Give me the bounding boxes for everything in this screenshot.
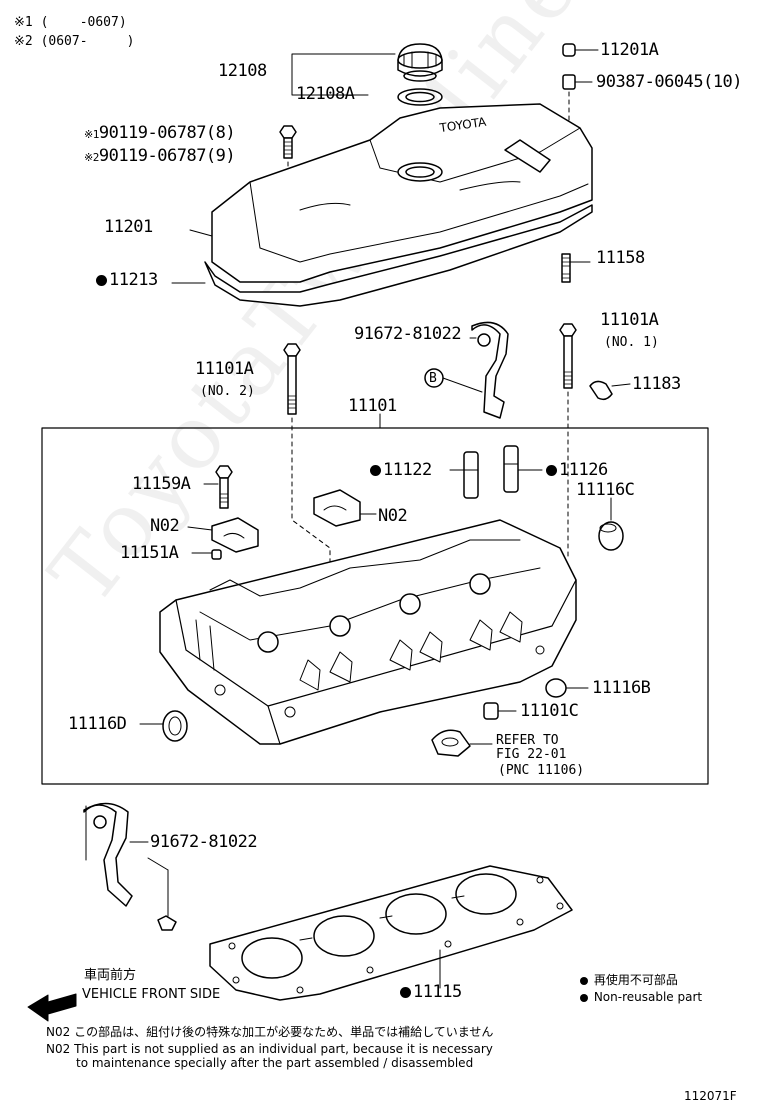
label-11115[interactable]: 11115: [400, 984, 462, 1001]
label-11122[interactable]: 11122: [370, 462, 432, 479]
refer-line-2[interactable]: FIG 22-01: [496, 747, 567, 762]
legend-jp-text: 再使用不可部品: [593, 973, 678, 987]
non-reusable-bullet-icon: [546, 465, 557, 476]
label-11116c[interactable]: 11116C: [576, 480, 635, 500]
referenced-part-icon: [431, 729, 493, 757]
bolt-11159a-icon: [203, 465, 233, 509]
label-11213-number: 11213: [109, 270, 158, 290]
group-frame: [41, 427, 709, 785]
label-n02-left[interactable]: N02: [150, 516, 180, 536]
legend-jp: 再使用不可部品: [580, 973, 678, 987]
label-11101a-no1[interactable]: 11101A: [600, 310, 659, 330]
figure-number: 112071F: [684, 1089, 737, 1103]
label-bolt-note2[interactable]: ※290119-06787(9): [84, 146, 236, 166]
engine-hanger-b-icon: [424, 321, 509, 419]
note-1: ※1 ( -0607): [14, 16, 127, 29]
footnote-en-prefix: N02: [46, 1042, 71, 1056]
circle-b-label: B: [429, 371, 437, 386]
cover-gasket-icon: [204, 204, 593, 307]
legend-bullet-icon: [580, 994, 588, 1002]
plug-11116d-icon: [139, 710, 188, 742]
footnote-jp-prefix: N02: [46, 1025, 71, 1039]
label-11213[interactable]: 11213: [96, 272, 158, 289]
bolt-note2-number: 90119-06787(9): [98, 146, 236, 166]
oil-filler-gasket-icon: [397, 88, 443, 106]
dowel-pin-icon: [191, 549, 222, 560]
cover-nut-icon: [562, 74, 593, 90]
cylinder-head-gasket-icon: [209, 865, 573, 1001]
front-side-en: VEHICLE FRONT SIDE: [82, 987, 221, 1002]
engine-hanger-front-icon: [83, 802, 149, 907]
non-reusable-bullet-icon: [400, 987, 411, 998]
label-12108a[interactable]: 12108A: [296, 84, 355, 104]
non-reusable-bullet-icon: [96, 275, 107, 286]
label-n02-right[interactable]: N02: [378, 506, 408, 526]
label-no1: (NO. 1): [604, 335, 659, 350]
oil-filler-cap-icon: [397, 43, 443, 82]
bracket-12108: [291, 53, 396, 96]
note-2-mark: ※2: [14, 34, 33, 49]
label-11151a[interactable]: 11151A: [120, 543, 179, 563]
note-1-mark: ※1: [14, 15, 33, 30]
legend-en: Non-reusable part: [580, 990, 703, 1004]
cover-bolt-icon: [279, 125, 297, 159]
plug-11183-icon: [589, 380, 631, 401]
legend-bullet-icon: [580, 977, 588, 985]
cylinder-head-cover-icon: TOYOTA: [211, 103, 593, 283]
hanger-bolt-icon: [147, 857, 177, 931]
footnote-jp: N02 この部品は、組付け後の特殊な加工が必要なため、単品では補給していません: [46, 1025, 494, 1039]
label-11159a[interactable]: 11159A: [132, 474, 191, 494]
label-bolt-note1[interactable]: ※190119-06787(8): [84, 123, 236, 143]
bolt-note1-number: 90119-06787(8): [98, 123, 236, 143]
plug-11116b-icon: [545, 678, 589, 698]
legend-en-text: Non-reusable part: [593, 990, 703, 1004]
grommet-icon: [562, 43, 599, 57]
bolt-note1-mark: ※1: [84, 128, 99, 141]
note-1-range: ( -0607): [40, 15, 127, 30]
label-11126-number: 11126: [559, 460, 608, 480]
label-90387[interactable]: 90387-06045(10): [596, 72, 743, 92]
label-11115-number: 11115: [413, 982, 462, 1002]
label-11101a-no2[interactable]: 11101A: [195, 359, 254, 379]
label-11122-number: 11122: [383, 460, 432, 480]
label-11183[interactable]: 11183: [632, 374, 681, 394]
non-reusable-bullet-icon: [370, 465, 381, 476]
label-no2: (NO. 2): [200, 384, 255, 399]
camshaft-cap-right-icon: [313, 489, 377, 527]
note-2: ※2 (0607- ): [14, 35, 134, 48]
camshaft-cap-left-icon: [187, 517, 259, 553]
label-11116b[interactable]: 11116B: [592, 678, 651, 698]
bolt-note2-mark: ※2: [84, 151, 99, 164]
valve-guide-exhaust-icon: [503, 445, 519, 493]
valve-guide-intake-icon: [463, 451, 479, 499]
front-side-jp: 車両前方: [84, 968, 137, 983]
footnote-jp-text: この部品は、組付け後の特殊な加工が必要なため、単品では補給していません: [74, 1025, 494, 1039]
label-11201a-grommet[interactable]: 11201A: [600, 40, 659, 60]
label-11116d[interactable]: 11116D: [68, 714, 127, 734]
stud-icon: [561, 253, 591, 283]
label-11201[interactable]: 11201: [104, 217, 153, 237]
svg-text:TOYOTA: TOYOTA: [438, 115, 488, 136]
cylinder-head-icon: [159, 519, 577, 745]
label-11126[interactable]: 11126: [546, 462, 608, 479]
head-bolt-no1-icon: [559, 323, 577, 389]
front-direction-arrow-icon: [27, 993, 77, 1022]
refer-line-3: (PNC 11106): [498, 763, 585, 778]
label-91672-upper[interactable]: 91672-81022: [354, 324, 462, 344]
label-12108[interactable]: 12108: [218, 61, 267, 81]
label-11101[interactable]: 11101: [348, 396, 397, 416]
refer-line-1: REFER TO: [496, 733, 559, 748]
label-91672-lower[interactable]: 91672-81022: [150, 832, 258, 852]
footnote-en-2: to maintenance specially after the part …: [76, 1056, 474, 1070]
label-11101c[interactable]: 11101C: [520, 701, 579, 721]
plug-11101c-icon: [483, 702, 517, 720]
plug-11116c-icon: [598, 497, 624, 551]
footnote-en-line1: This part is not supplied as an individu…: [74, 1042, 493, 1056]
footnote-en-1: N02 This part is not supplied as an indi…: [46, 1042, 493, 1056]
label-11158[interactable]: 11158: [596, 248, 645, 268]
head-bolt-no2-icon: [283, 343, 301, 415]
note-2-range: (0607- ): [40, 34, 135, 49]
